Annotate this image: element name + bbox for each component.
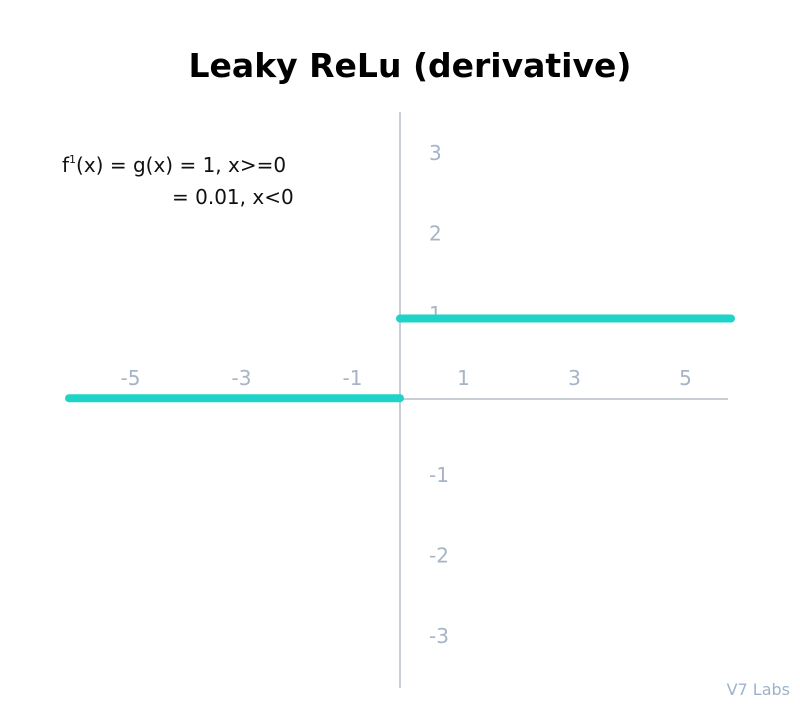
formula-f: f: [62, 153, 70, 177]
x-tick-label: 5: [679, 366, 692, 390]
y-tick-label: 3: [429, 141, 442, 165]
formula-line-2: = 0.01, x<0: [172, 185, 294, 209]
x-tick-label: -3: [232, 366, 252, 390]
y-tick-label: -2: [429, 544, 449, 568]
series-group: [65, 314, 735, 403]
formula: f1(x) = g(x) = 1, x>=0 = 0.01, x<0: [62, 144, 294, 213]
y-tick-label: 2: [429, 222, 442, 246]
watermark: V7 Labs: [726, 680, 790, 699]
chart-title: Leaky ReLu (derivative): [188, 46, 632, 85]
x-tick-label: 1: [457, 366, 470, 390]
y-tick-label: -1: [429, 463, 449, 487]
formula-superscript: 1: [69, 153, 77, 166]
formula-line-1: (x) = g(x) = 1, x>=0: [76, 153, 287, 177]
x-tick-label: -5: [121, 366, 141, 390]
x-tick-label: -1: [343, 366, 363, 390]
y-tick-label: -3: [429, 624, 449, 648]
x-tick-label: 3: [568, 366, 581, 390]
